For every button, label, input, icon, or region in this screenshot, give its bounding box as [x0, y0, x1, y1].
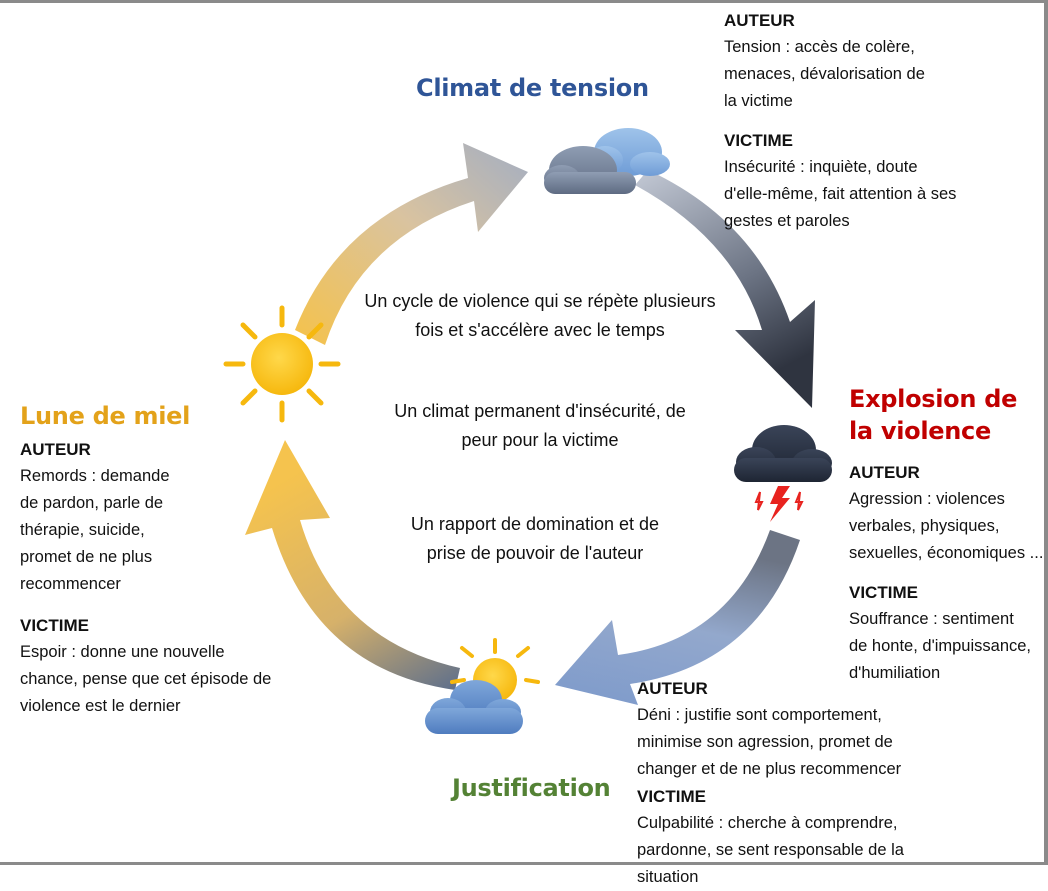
explosion-title-line2: la violence [849, 417, 991, 445]
explosion-info: AUTEUR Agression : violences verbales, p… [849, 459, 1045, 687]
frame-bottom-border [0, 862, 1048, 865]
tension-title: Climat de tension [416, 74, 649, 102]
sun-behind-cloud-icon [425, 638, 540, 734]
sun-icon [223, 305, 341, 423]
cloud-icon [544, 128, 670, 194]
explosion-title-line1: Explosion de [849, 385, 1018, 413]
explosion-title: Explosion de la violence [849, 383, 1017, 447]
tension-author-label: AUTEUR [724, 11, 795, 30]
honeymoon-victim-text: Espoir : donne une nouvelle chance, pens… [20, 643, 272, 715]
tension-victim-text: Insécurité : inquiète, doute d'elle-même… [724, 158, 957, 230]
center-cycle-text: Un cycle de violence qui se répète plusi… [364, 291, 716, 340]
justification-info: AUTEUR Déni : justifie sont comportement… [637, 675, 937, 891]
arrow-tension-to-explosion [635, 170, 815, 408]
explosion-victim-text: Souffrance : sentiment de honte, d'impui… [849, 610, 1032, 682]
tension-author-text: Tension : accès de colère, menaces, déva… [724, 38, 925, 110]
honeymoon-info: AUTEUR Remords : demande de pardon, parl… [20, 436, 290, 720]
honeymoon-author-text: Remords : demande de pardon, parle de th… [20, 467, 170, 593]
honeymoon-victim-label: VICTIME [20, 616, 89, 635]
justification-victim-text: Culpabilité : cherche à comprendre, pard… [637, 814, 904, 886]
cycle-diagram [223, 128, 832, 734]
frame-top-border [0, 0, 1048, 3]
honeymoon-title: Lune de miel [20, 402, 191, 430]
justification-victim-label: VICTIME [637, 787, 706, 806]
tension-victim-label: VICTIME [724, 131, 793, 150]
justification-author-text: Déni : justifie sont comportement, minim… [637, 706, 902, 778]
arrow-honeymoon-to-tension [295, 143, 528, 345]
arrow-explosion-to-justification [555, 530, 800, 705]
tension-info: AUTEUR Tension : accès de colère, menace… [724, 7, 964, 235]
center-domination-text: Un rapport de domination et de prise de … [410, 514, 660, 563]
explosion-author-label: AUTEUR [849, 463, 920, 482]
explosion-victim-label: VICTIME [849, 583, 918, 602]
frame-right-border [1044, 0, 1048, 865]
arrow-justification-to-honeymoon [245, 440, 460, 690]
honeymoon-author-label: AUTEUR [20, 440, 91, 459]
justification-title: Justification [452, 774, 611, 802]
storm-cloud-icon [734, 425, 832, 522]
explosion-author-text: Agression : violences verbales, physique… [849, 490, 1044, 562]
justification-author-label: AUTEUR [637, 679, 708, 698]
center-climate-text: Un climat permanent d'insécurité, de peu… [394, 401, 686, 450]
